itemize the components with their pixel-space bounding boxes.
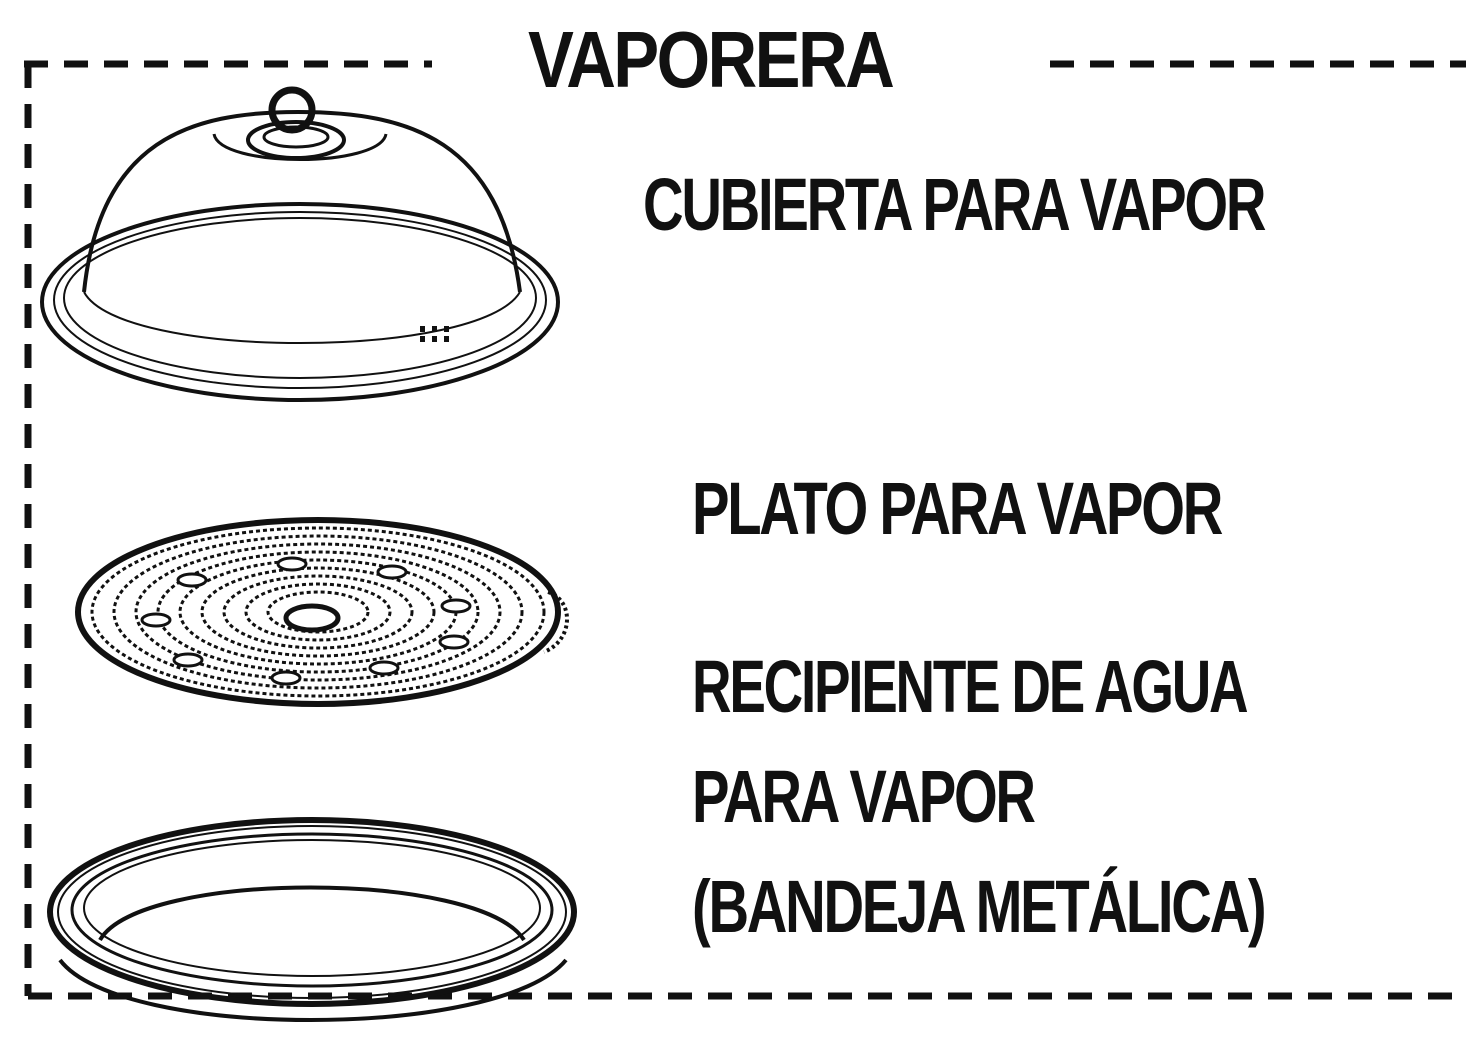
water-basin-label-line-1: RECIPIENTE DE AGUA (692, 645, 1249, 728)
steam-plate-illustration (75, 517, 569, 707)
steam-plate-label: PLATO PARA VAPOR (692, 467, 1223, 550)
steam-cover-illustration (40, 86, 560, 402)
diagram-title: VAPORERA (528, 15, 895, 104)
water-basin-label-line-3: (BANDEJA METÁLICA) (692, 865, 1267, 948)
dashed-border (24, 60, 1466, 1000)
steam-cover-label: CUBIERTA PARA VAPOR (643, 163, 1266, 246)
water-basin-illustration (47, 817, 577, 1022)
vent-holes (420, 326, 449, 342)
plate-feet (140, 556, 472, 686)
water-basin-label-line-2: PARA VAPOR (692, 755, 1036, 838)
